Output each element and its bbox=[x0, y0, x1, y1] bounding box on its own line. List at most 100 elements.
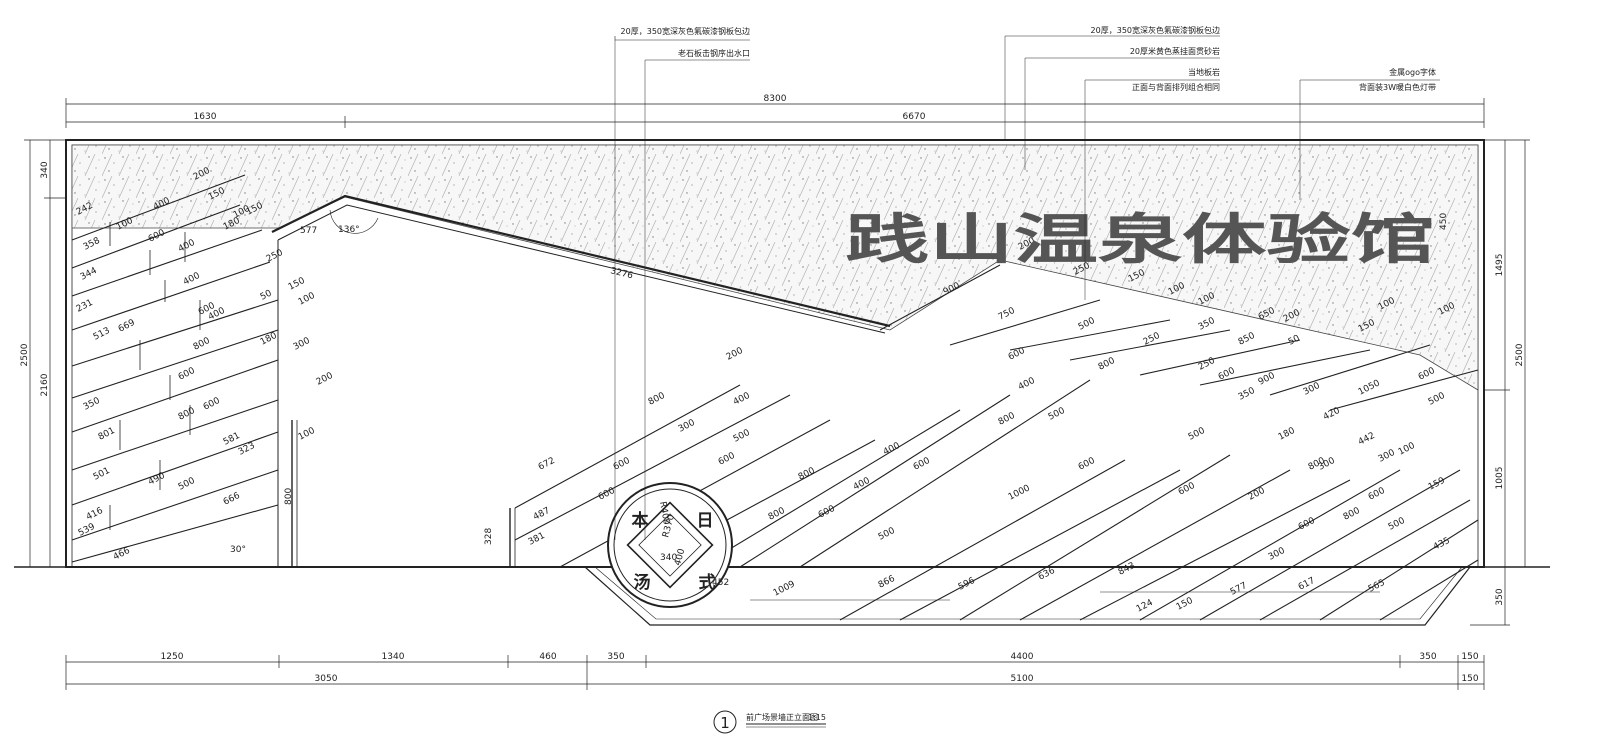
dim-left-inner: 2160 bbox=[40, 373, 50, 396]
coping-slope-inner bbox=[277, 204, 886, 334]
dim-top-right: 6670 bbox=[903, 112, 926, 122]
slate-label: 600 bbox=[202, 396, 222, 413]
slate-label: 500 bbox=[877, 526, 897, 543]
slate-label: 344 bbox=[79, 266, 99, 283]
slate-label: 500 bbox=[1387, 516, 1407, 533]
top-dimensions: 8300 1630 6670 bbox=[65, 94, 1485, 128]
dim-left-top: 340 bbox=[40, 161, 50, 178]
callout-led-strip: 背面装3W暖白色灯带 bbox=[1359, 82, 1436, 92]
slate-band-line bbox=[1079, 479, 1351, 621]
slate-label: 596 bbox=[957, 576, 977, 593]
slate-label: 800 bbox=[997, 411, 1017, 428]
slate-band-line bbox=[1139, 469, 1401, 621]
slate-label: 100 bbox=[297, 426, 317, 443]
slate-band-line bbox=[1379, 559, 1479, 621]
dim-bottom-1340: 1340 bbox=[382, 652, 405, 662]
slate-label: 400 bbox=[177, 238, 197, 255]
slate-label: 600 bbox=[1177, 481, 1197, 498]
slate-label: 200 bbox=[1247, 486, 1267, 503]
slate-label: 800 bbox=[192, 336, 212, 353]
dim-left-outer: 2500 bbox=[20, 343, 30, 366]
slate-band-line bbox=[71, 174, 246, 241]
slate-label: 50 bbox=[259, 288, 274, 302]
slate-label: 900 bbox=[1257, 371, 1277, 388]
drawing-title: 1 前广场景墙正立面图 1:15 bbox=[713, 710, 826, 734]
slate-label: 400 bbox=[1017, 376, 1037, 393]
dim-bottom-3050: 3050 bbox=[315, 674, 338, 684]
slate-band-line bbox=[1019, 469, 1291, 621]
slate-label: 180 bbox=[1277, 426, 1297, 443]
slate-label: 420 bbox=[1322, 406, 1342, 423]
dim-bottom-150b: 150 bbox=[1461, 674, 1478, 684]
slate-label: 669 bbox=[117, 318, 137, 335]
slate-band-line bbox=[949, 299, 1101, 346]
slate-band-line bbox=[71, 469, 279, 541]
slate-label: 400 bbox=[852, 476, 872, 493]
slate-label: 400 bbox=[882, 441, 902, 458]
medallion: 日 本 式 汤 R400 R370 340 400 452 bbox=[607, 482, 733, 608]
coping-slope bbox=[271, 194, 891, 328]
medallion-char-left: 本 bbox=[632, 510, 649, 531]
slate-label: 600 bbox=[912, 456, 932, 473]
dim-pier-left: 328 bbox=[484, 528, 494, 545]
slate-label: 577 bbox=[1229, 581, 1249, 598]
slate-label: 250 bbox=[265, 248, 285, 265]
slate-label: 500 bbox=[1077, 316, 1097, 333]
title-number: 1 bbox=[720, 714, 730, 732]
slate-label: 600 bbox=[1297, 516, 1317, 533]
slate-label: 800 bbox=[797, 466, 817, 483]
dim-bottom-350b: 350 bbox=[1419, 652, 1436, 662]
callout-steel-edge-left: 20厚，350宽深灰色氟碳漆钢板包边 bbox=[621, 26, 750, 36]
slate-label: 801 bbox=[97, 426, 117, 443]
slate-band-line bbox=[879, 264, 1001, 331]
medallion-char-bottom: 汤 bbox=[634, 573, 651, 593]
slate-label: 600 bbox=[1417, 366, 1437, 383]
dim-bottom-5100: 5100 bbox=[1011, 674, 1034, 684]
slate-label: 100 bbox=[1397, 441, 1417, 458]
slate-label: 442 bbox=[1357, 431, 1377, 448]
slate-label: 300 bbox=[1267, 546, 1287, 563]
medallion-340: 340 bbox=[660, 553, 677, 563]
slate-label: 800 bbox=[647, 391, 667, 408]
slate-label: 600 bbox=[1077, 456, 1097, 473]
slate-label: 350 bbox=[82, 396, 102, 413]
slate-label: 600 bbox=[1007, 346, 1027, 363]
slate-band-line bbox=[899, 469, 1181, 621]
callout-water-outlet: 老石板击钢序出水口 bbox=[678, 48, 750, 58]
slate-label: 800 bbox=[1097, 356, 1117, 373]
slate-label: 600 bbox=[1367, 486, 1387, 503]
sign-lettering: 践山温泉体验馆 bbox=[845, 207, 1435, 271]
slate-label: 300 bbox=[677, 418, 697, 435]
medallion-char-right: 式 bbox=[699, 572, 716, 593]
slate-band-line bbox=[71, 431, 279, 506]
slate-band-line bbox=[71, 359, 279, 433]
slate-label: 50 bbox=[1287, 333, 1302, 347]
slate-band-line bbox=[1009, 319, 1171, 351]
slate-band-line bbox=[1199, 469, 1461, 621]
slate-label: 500 bbox=[177, 476, 197, 493]
slate-label: 124 bbox=[1135, 598, 1155, 615]
medallion-400: 400 bbox=[673, 547, 687, 566]
slate-band-line bbox=[1259, 499, 1471, 621]
slate-label: 400 bbox=[732, 391, 752, 408]
slate-band-line bbox=[739, 394, 1011, 568]
slate-label: 159 bbox=[1427, 476, 1447, 493]
slate-label: 231 bbox=[75, 298, 95, 315]
slate-band-line bbox=[1139, 339, 1301, 376]
slate-label: 800 bbox=[177, 406, 197, 423]
slate-label: 617 bbox=[1297, 576, 1317, 593]
slate-label: 1009 bbox=[772, 579, 797, 598]
dim-slope-start: 577 bbox=[300, 226, 317, 236]
slate-label: 850 bbox=[1237, 331, 1257, 348]
dim-slope-length: 3276 bbox=[609, 266, 634, 281]
slate-label: 150 bbox=[287, 276, 307, 293]
slate-band-line bbox=[1329, 369, 1479, 411]
slate-label: 600 bbox=[717, 451, 737, 468]
callout-sandstone: 20厚米黄色蒸挂面贯砂岩 bbox=[1130, 46, 1220, 56]
title-scale: 1:15 bbox=[808, 713, 826, 722]
slate-label: 501 bbox=[92, 466, 112, 483]
slate-band-line bbox=[959, 454, 1231, 621]
slate-label: 490 bbox=[147, 471, 167, 488]
angle-arc bbox=[329, 209, 379, 234]
